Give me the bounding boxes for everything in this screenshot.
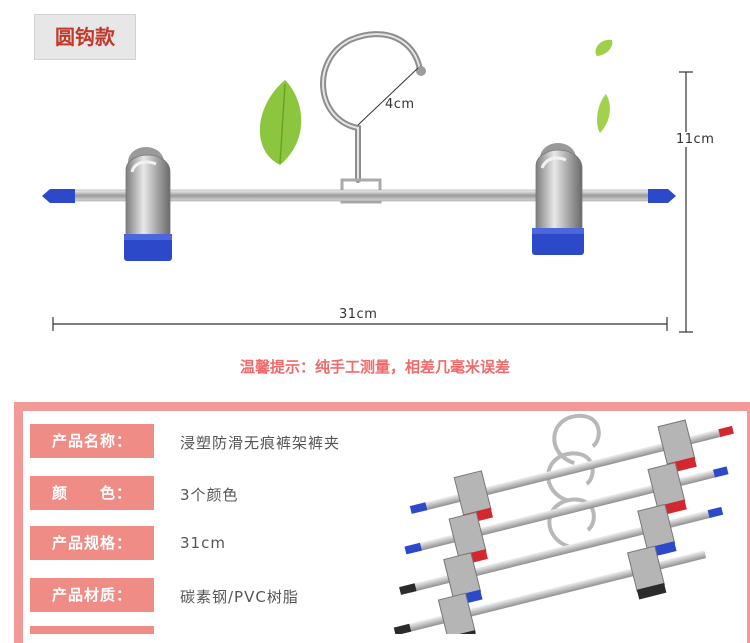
hook bbox=[320, 31, 426, 204]
measurement-note: 温馨提示：纯手工测量，相差几毫米误差 bbox=[239, 358, 510, 376]
hanger-illustration bbox=[42, 31, 693, 333]
clip-right bbox=[532, 143, 584, 255]
leaf-icon-small-right bbox=[597, 94, 610, 133]
spec-value-name: 浸塑防滑无痕裤架裤夹 bbox=[180, 434, 341, 452]
spec-label-material: 产品材质： bbox=[30, 578, 154, 612]
spec-label-color: 颜 色： bbox=[30, 476, 154, 510]
bar-cap-left bbox=[42, 189, 75, 203]
spec-value-material: 碳素钢/PVC树脂 bbox=[180, 588, 299, 606]
spec-label-name: 产品名称： bbox=[30, 424, 154, 458]
leaf-icon-large bbox=[259, 80, 302, 165]
width-dimension-line bbox=[52, 317, 668, 331]
leaf-icon-small-top bbox=[595, 39, 613, 56]
spec-label-size: 产品规格： bbox=[30, 526, 154, 560]
spec-value-color: 3个颜色 bbox=[180, 486, 239, 504]
bar-cap-right bbox=[648, 189, 676, 203]
spec-value-size: 31cm bbox=[180, 534, 226, 552]
height-dimension-line bbox=[679, 71, 693, 333]
clip-left bbox=[124, 147, 172, 261]
width-dimension-label: 31cm bbox=[335, 307, 382, 322]
spec-label-partial bbox=[30, 626, 154, 634]
height-dimension-label: 11cm bbox=[676, 132, 715, 147]
hanger-stack bbox=[393, 413, 734, 634]
style-tag: 圆钩款 bbox=[34, 14, 136, 60]
hook-dimension-label: 4cm bbox=[385, 97, 415, 112]
product-photo bbox=[393, 413, 734, 634]
